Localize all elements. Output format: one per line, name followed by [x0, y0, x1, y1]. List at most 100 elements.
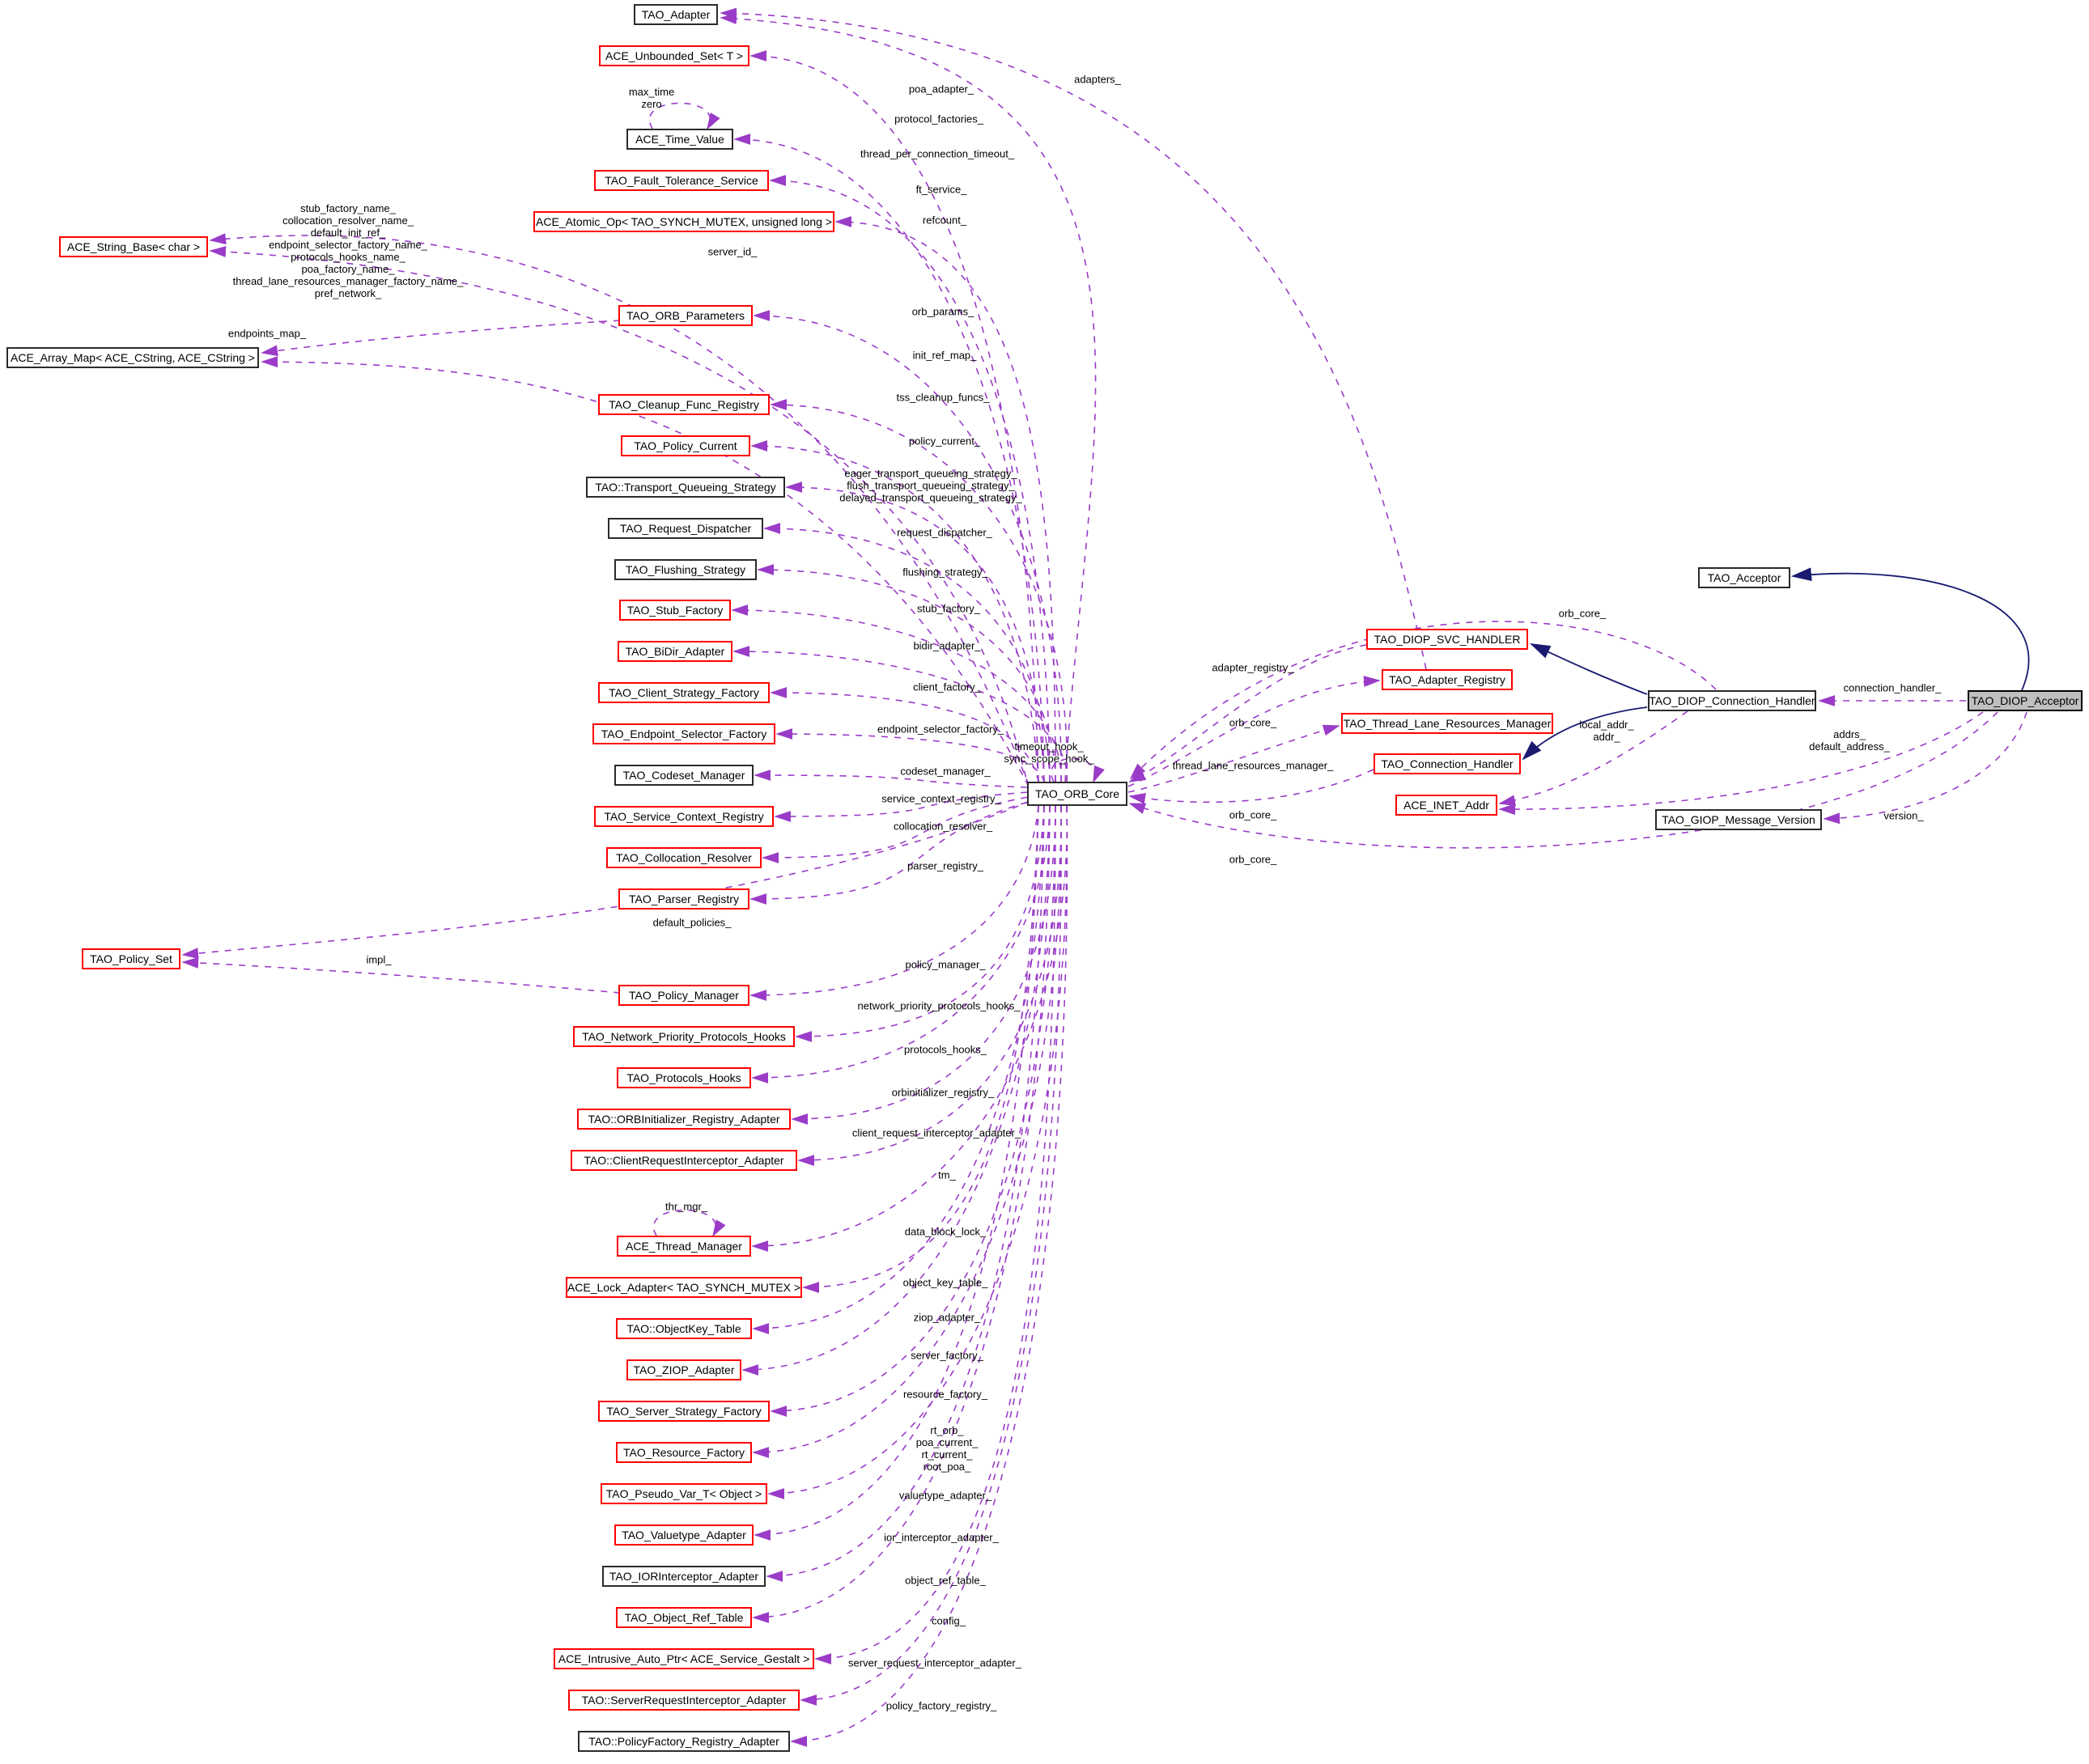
class-node-ace_thread_manager[interactable]: ACE_Thread_Manager — [617, 1236, 751, 1257]
class-node-label: TAO_Pseudo_Var_T< Object > — [605, 1487, 762, 1500]
class-node-ace_inet_addr[interactable]: ACE_INET_Addr — [1395, 795, 1497, 816]
class-node-label: TAO_Object_Ref_Table — [624, 1611, 744, 1624]
edge-server_id — [209, 246, 1030, 791]
edge-label-protocols_hooks: protocols_hooks_ — [904, 1043, 987, 1056]
edge-fan-tao_flushing_strategy — [757, 564, 1056, 782]
class-node-tao_diop_connection_handler[interactable]: TAO_DIOP_Connection_Handler — [1648, 690, 1816, 711]
edge-adapters — [720, 7, 1427, 670]
class-node-tao_acceptor[interactable]: TAO_Acceptor — [1698, 567, 1790, 588]
edge-label-request_dispatcher: request_dispatcher_ — [897, 526, 992, 539]
edge-label-tm: tm_ — [938, 1168, 956, 1181]
class-node-ace_intrusive_auto_ptr[interactable]: ACE_Intrusive_Auto_Ptr< ACE_Service_Gest… — [554, 1648, 814, 1669]
edge-label-parser_registry: parser_registry_ — [907, 859, 983, 872]
edge-fan-tao_orbinitializer_registry_adapter — [791, 805, 1056, 1125]
edge-label-valuetype_adapter: valuetype_adapter_ — [898, 1489, 992, 1502]
class-node-tao_server_strategy_factory[interactable]: TAO_Server_Strategy_Factory — [598, 1401, 770, 1422]
class-node-tao_transport_queueing_strategy[interactable]: TAO::Transport_Queueing_Strategy — [586, 477, 785, 498]
class-node-tao_iorinterceptor_adapter[interactable]: TAO_IORInterceptor_Adapter — [602, 1566, 766, 1587]
class-node-tao_orb_parameters[interactable]: TAO_ORB_Parameters — [618, 305, 753, 326]
edge-label-timeout_sync: timeout_hook_ sync_scope_hook_ — [1004, 740, 1094, 765]
edge-label-addrs: addrs_ default_address_ — [1809, 728, 1890, 753]
class-node-tao_giop_message_version[interactable]: TAO_GIOP_Message_Version — [1655, 809, 1822, 830]
class-node-tao_pseudo_var_t[interactable]: TAO_Pseudo_Var_T< Object > — [601, 1483, 767, 1504]
class-node-tao_object_ref_table[interactable]: TAO_Object_Ref_Table — [616, 1607, 752, 1628]
class-node-tao_adapter_registry[interactable]: TAO_Adapter_Registry — [1382, 669, 1513, 690]
class-node-tao_flushing_strategy[interactable]: TAO_Flushing_Strategy — [614, 559, 757, 580]
edge-fan-tao_pseudo_var_t — [767, 805, 1068, 1499]
edge-version — [1823, 711, 2027, 825]
class-node-label: TAO::ServerRequestInterceptor_Adapter — [581, 1694, 787, 1707]
class-node-tao_orbinitializer_registry_adapter[interactable]: TAO::ORBInitializer_Registry_Adapter — [577, 1109, 791, 1130]
class-node-tao_ziop_adapter[interactable]: TAO_ZIOP_Adapter — [626, 1359, 741, 1380]
edge-thread_lane_resources_manager — [1127, 724, 1340, 793]
class-node-label: TAO_DIOP_Acceptor — [1971, 694, 2079, 707]
class-node-tao_bidir_adapter[interactable]: TAO_BiDir_Adapter — [618, 641, 732, 662]
class-node-tao_stub_factory[interactable]: TAO_Stub_Factory — [619, 600, 731, 621]
class-node-tao_client_strategy_factory[interactable]: TAO_Client_Strategy_Factory — [598, 682, 770, 703]
edge-orb_core_from_diop_conn — [1129, 621, 1717, 780]
class-node-tao_collocation_resolver[interactable]: TAO_Collocation_Resolver — [606, 847, 762, 868]
class-node-label: TAO_ZIOP_Adapter — [633, 1363, 735, 1376]
class-node-tao_cleanup_func_registry[interactable]: TAO_Cleanup_Func_Registry — [598, 394, 770, 415]
class-node-tao_policy_current[interactable]: TAO_Policy_Current — [621, 435, 750, 456]
class-node-label: TAO_Codeset_Manager — [622, 769, 745, 782]
class-node-label: TAO_Network_Priority_Protocols_Hooks — [582, 1030, 786, 1043]
edge-label-object_ref_table: object_ref_table_ — [905, 1574, 986, 1587]
class-node-tao_resource_factory[interactable]: TAO_Resource_Factory — [616, 1442, 752, 1463]
class-node-tao_connection_handler[interactable]: TAO_Connection_Handler — [1374, 753, 1521, 774]
edge-fan-ace_lock_adapter — [802, 805, 1039, 1293]
class-node-label: TAO_Adapter_Registry — [1389, 673, 1505, 686]
class-node-tao_service_context_registry[interactable]: TAO_Service_Context_Registry — [594, 806, 774, 827]
class-node-tao_orb_core[interactable]: TAO_ORB_Core — [1027, 782, 1127, 806]
class-node-tao_diop_acceptor[interactable]: TAO_DIOP_Acceptor — [1968, 690, 2083, 711]
edge-label-poa_adapter: poa_adapter_ — [908, 83, 974, 95]
class-node-tao_diop_svc_handler[interactable]: TAO_DIOP_SVC_HANDLER — [1366, 629, 1528, 650]
class-node-tao_parser_registry[interactable]: TAO_Parser_Registry — [618, 888, 749, 910]
class-node-tao_policy_manager[interactable]: TAO_Policy_Manager — [618, 985, 749, 1006]
class-node-ace_unbounded_set[interactable]: ACE_Unbounded_Set< T > — [599, 45, 749, 66]
edge-label-collocation_resolver: collocation_resolver_ — [893, 820, 993, 833]
class-node-tao_policy_set[interactable]: TAO_Policy_Set — [82, 948, 180, 969]
class-node-label: ACE_INET_Addr — [1403, 799, 1489, 812]
class-node-tao_fault_tolerance_service[interactable]: TAO_Fault_Tolerance_Service — [594, 170, 769, 191]
edge-label-config: config_ — [932, 1614, 966, 1627]
edge-label-server_factory: server_factory_ — [911, 1349, 983, 1362]
class-node-label: TAO::PolicyFactory_Registry_Adapter — [588, 1735, 779, 1748]
class-node-ace_atomic_op[interactable]: ACE_Atomic_Op< TAO_SYNCH_MUTEX, unsigned… — [533, 211, 834, 232]
class-node-tao_valuetype_adapter[interactable]: TAO_Valuetype_Adapter — [614, 1524, 754, 1546]
class-node-label: ACE_Unbounded_Set< T > — [605, 49, 743, 62]
class-node-tao_protocols_hooks[interactable]: TAO_Protocols_Hooks — [617, 1067, 751, 1088]
edge-fan-tao_policyfactory_registry_adapter — [790, 805, 1068, 1747]
edge-endpoints_map — [261, 320, 621, 357]
edge-label-resource_factory: resource_factory_ — [902, 1388, 988, 1401]
class-node-label: TAO_Thread_Lane_Resources_Manager — [1343, 717, 1552, 730]
class-node-tao_policyfactory_registry_adapter[interactable]: TAO::PolicyFactory_Registry_Adapter — [578, 1731, 790, 1752]
class-node-label: TAO_Endpoint_Selector_Factory — [601, 727, 767, 740]
class-node-tao_adapter[interactable]: TAO_Adapter — [634, 4, 718, 25]
class-node-ace_time_value[interactable]: ACE_Time_Value — [626, 129, 733, 150]
edge-fan-tao_endpoint_selector_factory — [775, 728, 1045, 782]
edge-fan-tao_ziop_adapter — [741, 805, 1051, 1376]
class-node-ace_array_map[interactable]: ACE_Array_Map< ACE_CString, ACE_CString … — [6, 347, 259, 368]
edge-label-tss_cleanup_funcs: tss_cleanup_funcs_ — [896, 391, 990, 404]
edge-label-transport_queueing: eager_transport_queueing_strategy_ flush… — [839, 467, 1022, 504]
edge-fan-tao_clientrequestinterceptor_adapter — [797, 805, 1062, 1166]
class-node-tao_request_dispatcher[interactable]: TAO_Request_Dispatcher — [608, 518, 763, 539]
edge-fan-tao_stub_factory — [731, 604, 1062, 782]
edge-impl — [181, 957, 621, 994]
class-node-label: ACE_Time_Value — [635, 133, 724, 146]
edge-fan-tao_protocols_hooks — [751, 805, 1051, 1083]
class-node-label: TAO_Cleanup_Func_Registry — [609, 398, 759, 411]
edge-orb_core_from_conn_handler — [1128, 769, 1374, 804]
class-node-tao_objectkey_table[interactable]: TAO::ObjectKey_Table — [616, 1318, 752, 1339]
class-node-ace_lock_adapter[interactable]: ACE_Lock_Adapter< TAO_SYNCH_MUTEX > — [566, 1277, 802, 1298]
class-node-ace_string_base[interactable]: ACE_String_Base< char > — [59, 236, 208, 257]
class-node-tao_thread_lane_resources_manager[interactable]: TAO_Thread_Lane_Resources_Manager — [1341, 713, 1553, 734]
class-node-tao_clientrequestinterceptor_adapter[interactable]: TAO::ClientRequestInterceptor_Adapter — [571, 1150, 797, 1171]
class-node-tao_endpoint_selector_factory[interactable]: TAO_Endpoint_Selector_Factory — [592, 723, 775, 744]
edge-label-policy_current: policy_current_ — [908, 435, 981, 447]
class-node-tao_serverrequestinterceptor_adapter[interactable]: TAO::ServerRequestInterceptor_Adapter — [568, 1690, 800, 1711]
class-node-tao_network_priority_protocols_hooks[interactable]: TAO_Network_Priority_Protocols_Hooks — [573, 1026, 795, 1047]
class-node-tao_codeset_manager[interactable]: TAO_Codeset_Manager — [614, 765, 754, 786]
edge-label-server_id: server_id_ — [707, 245, 758, 258]
